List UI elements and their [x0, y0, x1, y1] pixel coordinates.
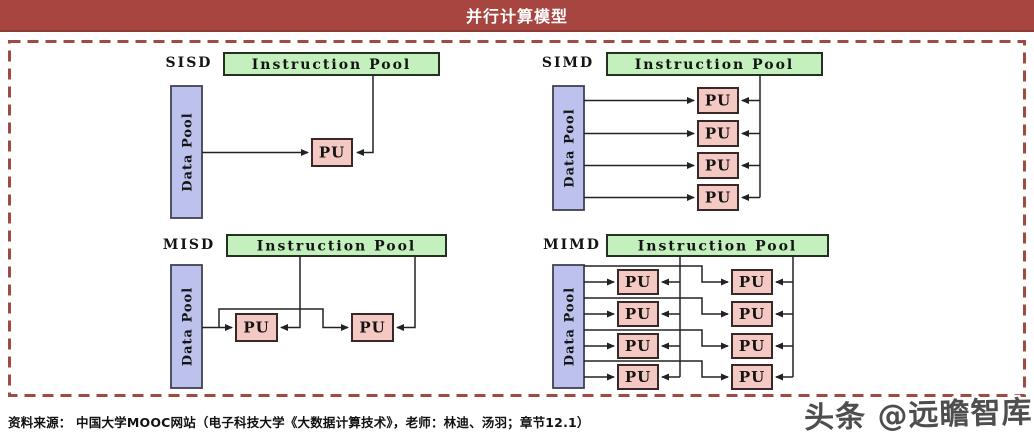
data-pool-box — [552, 264, 585, 389]
pu-label: PU — [705, 157, 731, 175]
instruction-pool-box — [223, 52, 440, 76]
pu-label: PU — [319, 144, 345, 162]
pu-box — [617, 301, 659, 327]
data-wire — [584, 360, 729, 381]
data-pool-box — [170, 264, 203, 389]
pu-box — [617, 364, 659, 390]
pu-box — [697, 120, 739, 147]
data-pool-box — [552, 85, 585, 211]
quadrant-misd: MISD Instruction Pool Data Pool PU PU — [163, 234, 447, 389]
pu-box — [351, 313, 394, 342]
instruction-wire — [396, 256, 416, 331]
simd-label: SIMD — [542, 55, 594, 71]
data-pool-label: Data Pool — [181, 287, 196, 366]
pu-box — [731, 333, 773, 359]
pu-label: PU — [625, 305, 651, 323]
quadrant-simd: SIMD Instruction Pool Data Pool PU PU PU… — [542, 52, 823, 211]
pu-label: PU — [625, 337, 651, 355]
pu-box — [617, 333, 659, 359]
data-wire — [584, 265, 729, 286]
instruction-pool-label: Instruction Pool — [257, 239, 416, 255]
misd-label: MISD — [163, 237, 215, 253]
pu-box — [697, 152, 739, 179]
pu-box — [235, 313, 278, 342]
instruction-wire — [356, 75, 374, 156]
pu-label: PU — [739, 337, 765, 355]
data-pool-box — [170, 85, 203, 219]
pu-label: PU — [705, 92, 731, 110]
pu-label: PU — [739, 305, 765, 323]
data-pool-label: Data Pool — [563, 108, 578, 187]
quadrant-mimd: MIMD Instruction Pool Data Pool PU PU PU… — [543, 234, 829, 390]
pu-box — [731, 364, 773, 390]
watermark-toutiao: 头条 @远瞻智库 — [803, 395, 1033, 436]
pu-label: PU — [739, 368, 765, 386]
data-pool-label: Data Pool — [563, 287, 578, 366]
pu-label: PU — [359, 319, 385, 337]
data-wire — [584, 297, 729, 318]
page-title: 并行计算模型 — [465, 7, 568, 26]
instruction-wire — [280, 256, 301, 331]
data-wire — [218, 308, 349, 331]
dashed-frame — [8, 40, 1026, 397]
pu-box — [697, 184, 739, 211]
pu-label: PU — [705, 189, 731, 207]
instruction-pool-label: Instruction Pool — [252, 57, 411, 73]
instruction-pool-label: Instruction Pool — [638, 239, 797, 255]
pu-box — [731, 269, 773, 295]
source-caption: 资料来源： 中国大学MOOC网站（电子科技大学《大数据计算技术》，老师：林迪、汤… — [8, 415, 590, 430]
pu-box — [697, 87, 739, 114]
quadrant-sisd: SISD Instruction Pool Data Pool PU — [166, 52, 440, 219]
pu-box — [311, 138, 353, 167]
pu-label: PU — [243, 319, 269, 337]
instruction-pool-label: Instruction Pool — [635, 57, 794, 73]
pu-box — [617, 269, 659, 295]
header-bar: 并行计算模型 — [0, 0, 1034, 32]
mimd-label: MIMD — [543, 237, 601, 253]
data-pool-label: Data Pool — [181, 112, 196, 191]
data-wire — [584, 329, 729, 350]
pu-label: PU — [625, 273, 651, 291]
pu-label: PU — [625, 368, 651, 386]
pu-box — [731, 301, 773, 327]
instruction-pool-box — [606, 234, 829, 257]
instruction-pool-box — [226, 234, 447, 257]
pu-label: PU — [705, 125, 731, 143]
pu-label: PU — [739, 273, 765, 291]
sisd-label: SISD — [166, 55, 213, 71]
instruction-pool-box — [606, 52, 823, 76]
